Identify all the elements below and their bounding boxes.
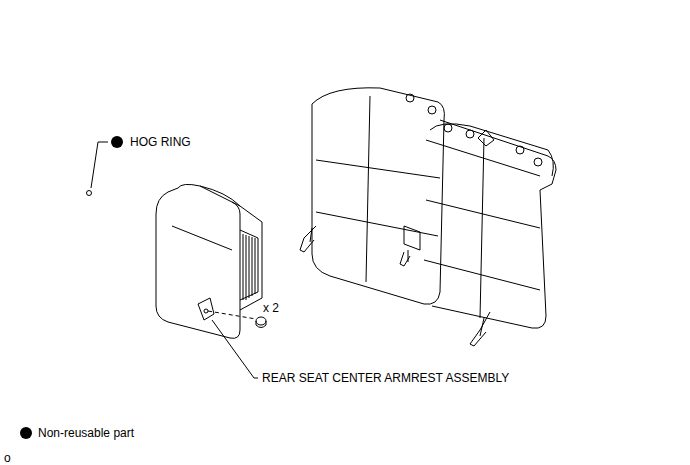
center-armrest [156, 184, 262, 338]
figure-code: o [4, 451, 11, 465]
part-label: HOG RING [130, 135, 191, 149]
leader-line [212, 320, 258, 378]
part-label: REAR SEAT CENTER ARMREST ASSEMBLY [262, 371, 509, 385]
armrest-hinge [198, 298, 214, 320]
clip [256, 317, 266, 325]
hog-ring [87, 191, 92, 196]
dashed-line [208, 311, 256, 319]
non-reusable-mark [111, 136, 123, 148]
legend-mark [20, 427, 32, 439]
rear-seat-back [300, 88, 556, 346]
leader-line [91, 142, 108, 188]
quantity-label: x 2 [263, 301, 279, 315]
legend-text: Non-reusable part [38, 426, 134, 440]
